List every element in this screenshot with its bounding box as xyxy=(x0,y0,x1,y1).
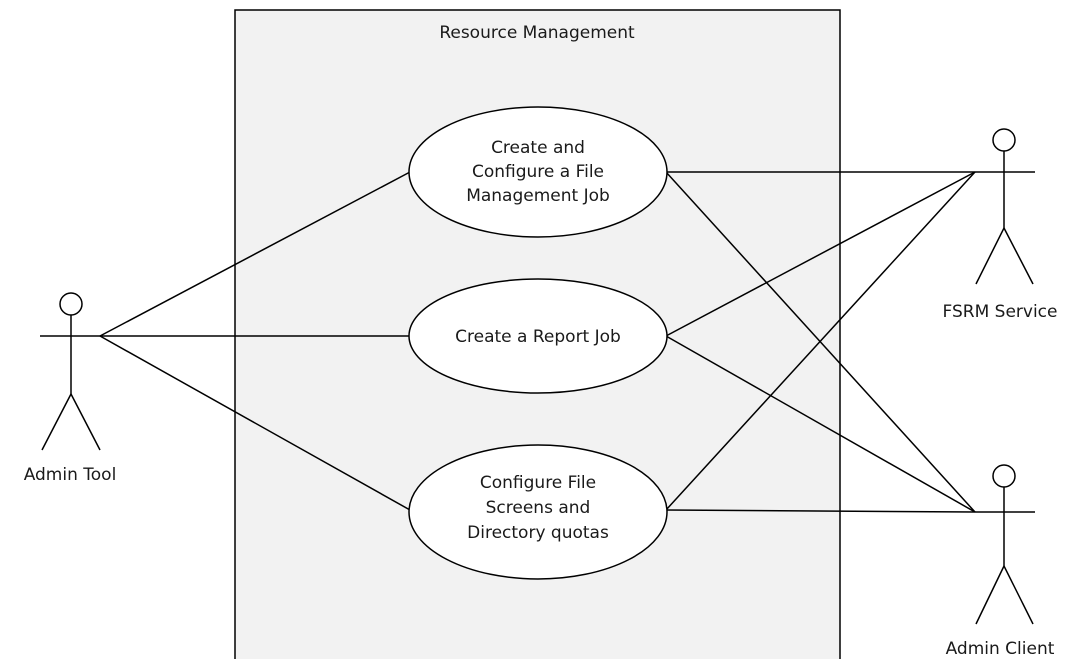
use-case-label-line: Configure File xyxy=(480,473,596,493)
association-admin-client-file-screens xyxy=(665,509,976,513)
use-case-label-line: Directory quotas xyxy=(467,523,609,543)
use-case-ellipse xyxy=(408,106,668,238)
association-admin-tool-create-job xyxy=(99,171,411,337)
use-case-create-report-job: Create a Report Job xyxy=(408,278,668,394)
stick-figure-icon xyxy=(975,464,1035,625)
actor-label: Admin Tool xyxy=(24,465,117,485)
system-title: Resource Management xyxy=(439,23,635,43)
use-case-label-line: Screens and xyxy=(486,498,591,518)
association-admin-client-report-job xyxy=(665,335,976,513)
use-case-create-file-management-job: Create and Configure a File Management J… xyxy=(408,106,668,238)
use-case-configure-file-screens: Configure File Screens and Directory quo… xyxy=(408,444,668,580)
actor-label: Admin Client xyxy=(946,639,1055,659)
actor-admin-tool: Admin Tool xyxy=(24,292,117,485)
stick-figure-icon xyxy=(975,128,1035,285)
actor-fsrm-service: FSRM Service xyxy=(943,128,1058,322)
association-admin-client-create-job xyxy=(665,171,976,513)
use-case-label-line: Configure a File xyxy=(472,162,604,182)
actor-label: FSRM Service xyxy=(943,302,1058,322)
use-case-ellipse xyxy=(408,278,668,394)
association-admin-tool-file-screens xyxy=(99,335,411,511)
association-fsrm-report-job xyxy=(665,171,976,337)
stick-figure-icon xyxy=(40,292,102,451)
use-case-label-line: Management Job xyxy=(466,186,610,206)
associations xyxy=(99,171,976,513)
use-case-label-line: Create and xyxy=(491,138,585,158)
use-case-ellipse xyxy=(408,444,668,580)
actor-admin-client: Admin Client xyxy=(946,464,1055,659)
use-case-label-line: Create a Report Job xyxy=(455,327,621,347)
